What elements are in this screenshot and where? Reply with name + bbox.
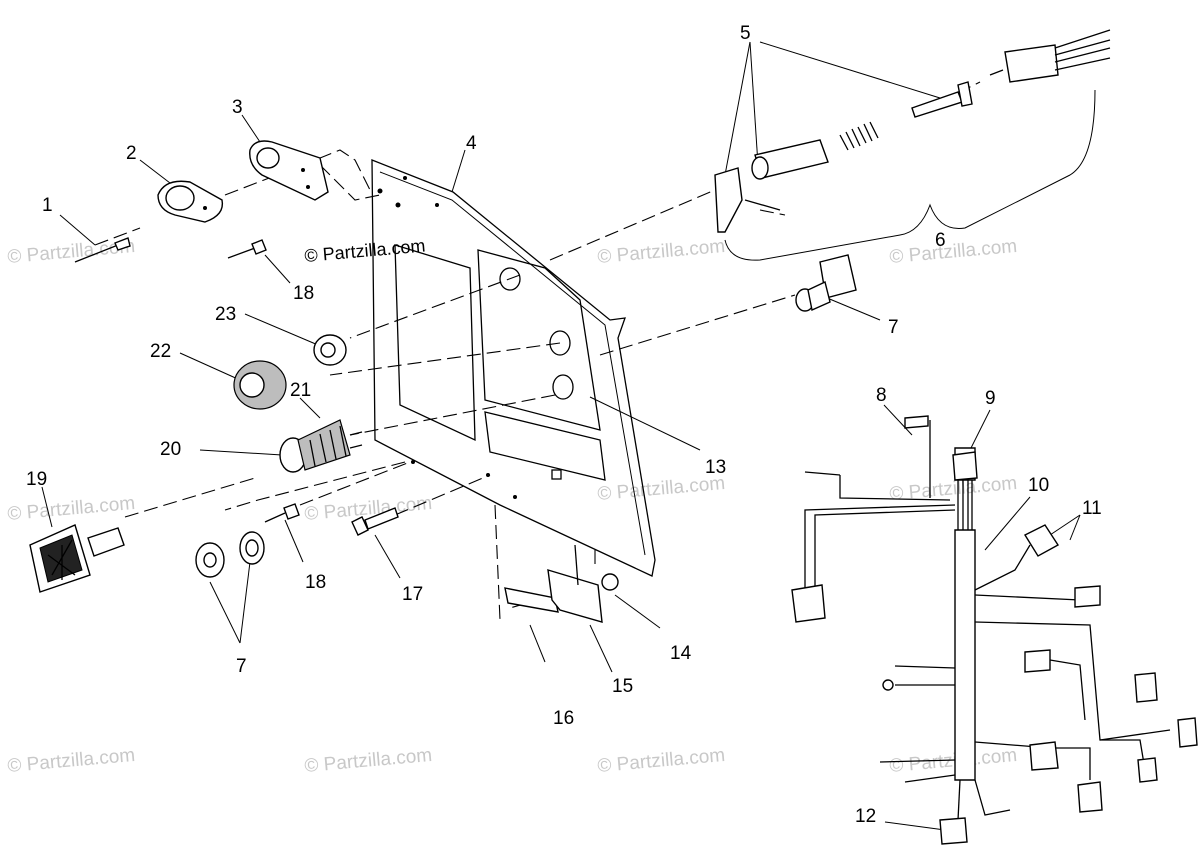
watermark: © Partzilla.com <box>304 745 433 777</box>
switch-assembly-part-6 <box>714 29 1111 233</box>
toggle-nut-part-7 <box>195 531 265 578</box>
callout-13: 13 <box>705 457 726 478</box>
pin-part-1 <box>74 237 131 263</box>
watermark: © Partzilla.com <box>889 473 1018 505</box>
callout-19: 19 <box>26 469 47 490</box>
watermark-main: © Partzilla.com <box>304 235 427 265</box>
callout-8: 8 <box>876 385 887 406</box>
key-part-19 <box>29 524 125 593</box>
callout-17: 17 <box>402 584 423 605</box>
callout-5: 5 <box>740 23 751 44</box>
watermark: © Partzilla.com <box>7 236 136 268</box>
instrument-panel <box>371 159 656 577</box>
callout-15: 15 <box>612 676 633 697</box>
washer-part-23 <box>313 334 347 366</box>
toggle-switch-part-7 <box>795 254 857 312</box>
callout-12: 12 <box>855 806 876 827</box>
watermark: © Partzilla.com <box>889 236 1018 268</box>
callout-4: 4 <box>466 133 477 154</box>
screw-part-18-top <box>227 239 267 259</box>
callout-7-top: 7 <box>888 317 899 338</box>
bezel-part-2 <box>157 180 224 223</box>
watermark: © Partzilla.com <box>597 745 726 777</box>
callout-labels: 1 2 3 4 5 6 7 7 8 9 10 11 12 13 14 15 16… <box>26 23 1102 827</box>
bracket-part-3 <box>249 140 329 201</box>
watermark: © Partzilla.com <box>7 745 136 777</box>
callout-14: 14 <box>670 643 692 664</box>
bolt-part-17 <box>351 507 399 536</box>
callout-10: 10 <box>1028 475 1049 496</box>
bracket-parts-14-16 <box>504 544 619 623</box>
callout-23: 23 <box>215 304 236 325</box>
callout-22: 22 <box>150 341 171 362</box>
callout-2: 2 <box>126 143 137 164</box>
ignition-switch-part-20 <box>279 419 363 473</box>
watermark: © Partzilla.com <box>7 493 136 525</box>
watermark: © Partzilla.com <box>597 236 726 268</box>
callout-1: 1 <box>42 195 53 216</box>
watermark-layer: © Partzilla.com © Partzilla.com © Partzi… <box>7 235 1018 776</box>
callout-16: 16 <box>553 708 574 729</box>
callout-9: 9 <box>985 388 996 409</box>
callout-18-bottom: 18 <box>305 572 326 593</box>
callout-7-bottom: 7 <box>236 656 247 677</box>
nut-part-22 <box>233 360 287 410</box>
screw-part-18-bottom <box>264 503 300 523</box>
callout-6: 6 <box>935 230 946 251</box>
callout-3: 3 <box>232 97 243 118</box>
callout-18-top: 18 <box>293 283 314 304</box>
wiring-harness-part-10 <box>791 415 1198 845</box>
callout-20: 20 <box>160 439 181 460</box>
callout-11: 11 <box>1082 498 1102 519</box>
callout-21: 21 <box>290 380 311 401</box>
